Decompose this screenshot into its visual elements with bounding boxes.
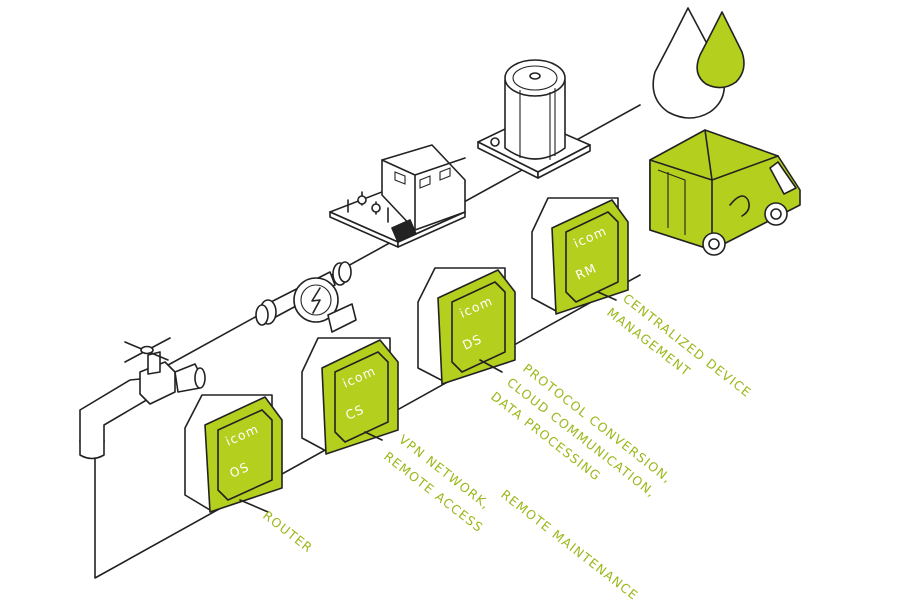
water-tap-icon <box>79 337 206 460</box>
ds-leader <box>479 359 503 373</box>
storage-tank-icon <box>477 59 591 179</box>
rm-leader <box>597 291 617 301</box>
module-os: icom OS <box>184 394 283 513</box>
module-ds-code: DS <box>460 331 484 353</box>
control-panel-icon <box>329 144 466 248</box>
cs-leader <box>364 431 383 441</box>
module-cs: icom CS <box>301 337 399 455</box>
module-cs-code: CS <box>343 401 367 422</box>
label-protocol-2: CLOUD COMMUNICATION, <box>504 375 659 501</box>
label-cdm-1: CENTRALIZED DEVICE <box>620 291 755 401</box>
module-rm: icom RM <box>531 197 629 315</box>
label-maintenance: REMOTE MAINTENANCE, <box>498 487 645 600</box>
flow-meter-icon <box>255 261 357 333</box>
router-leader <box>239 499 269 513</box>
water-drop-icon <box>652 7 745 119</box>
service-van-icon <box>649 129 801 256</box>
label-router: ROUTER <box>260 508 316 556</box>
module-ds: icom DS <box>417 267 516 385</box>
